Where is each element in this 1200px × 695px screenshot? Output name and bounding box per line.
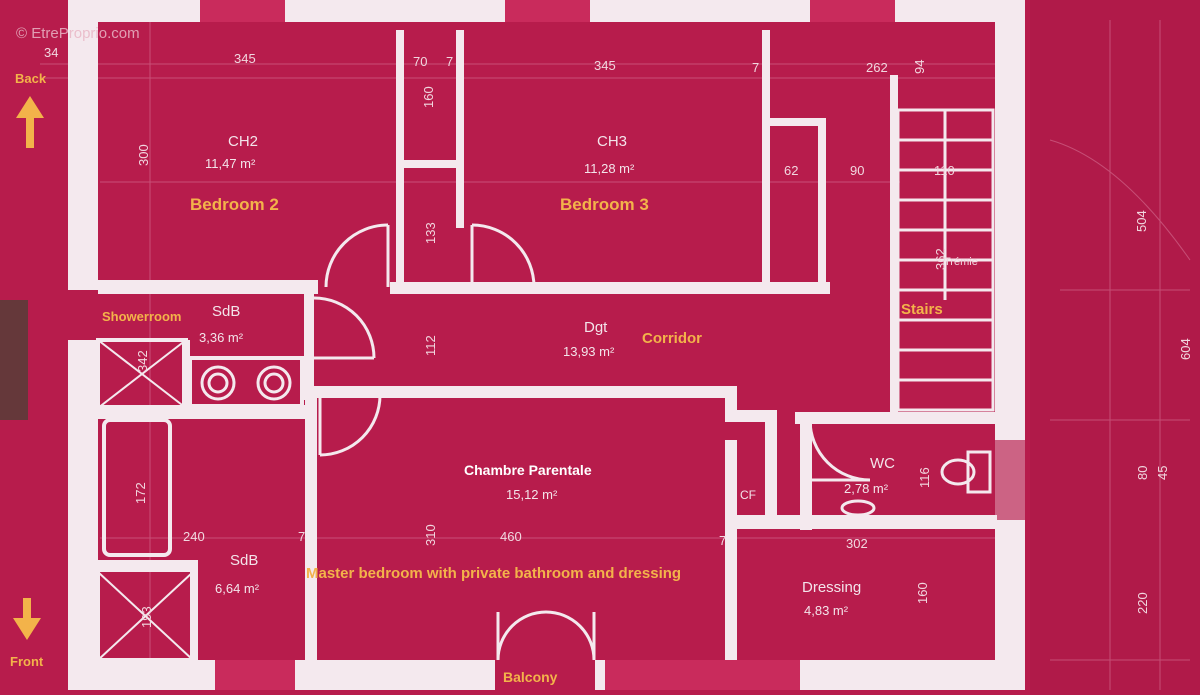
dressing-name: Dressing: [802, 579, 862, 596]
dim-34: 34: [44, 45, 59, 60]
ch3-area: 11,28 m²: [584, 161, 635, 176]
dim-362: 362: [933, 248, 948, 270]
dim-80: 80: [1135, 465, 1150, 480]
dgt-name: Dgt: [584, 319, 608, 336]
chambre-parentale-label: Chambre Parentale: [464, 462, 592, 478]
dim-342: 342: [135, 350, 150, 372]
dim-240: 240: [183, 529, 205, 544]
dim-133: 133: [423, 222, 438, 244]
dim-110: 110: [934, 163, 955, 178]
dim-160-b: 160: [915, 582, 930, 604]
sdb1-area: 3,36 m²: [199, 330, 244, 345]
corridor-label: Corridor: [642, 330, 702, 347]
dim-94: 94: [912, 59, 927, 74]
ch3-name: CH3: [597, 133, 628, 150]
dim-7-d: 7: [719, 533, 727, 548]
dim-160: 160: [421, 86, 436, 108]
wc-name: WC: [870, 455, 895, 472]
sdb2-area: 6,64 m²: [215, 581, 260, 596]
stairs-label: Stairs: [901, 301, 943, 318]
dgt-area: 13,93 m²: [563, 344, 615, 359]
dim-45: 45: [1155, 465, 1170, 480]
guide-lines: [40, 20, 1191, 690]
dim-112: 112: [423, 335, 438, 356]
showerroom-label: Showerroom: [102, 309, 182, 324]
master-bedroom-annotation: Master bedroom with private bathroom and…: [306, 565, 682, 582]
dim-460: 460: [500, 529, 522, 544]
wc-area: 2,78 m²: [844, 481, 889, 496]
dim-7-b: 7: [752, 60, 760, 75]
dim-70: 70: [413, 54, 428, 69]
cf-name: CF: [740, 488, 756, 502]
parent-area: 15,12 m²: [506, 487, 558, 502]
sinks: [200, 365, 292, 401]
toilet: [840, 450, 992, 517]
tremie-label: Trémie: [944, 256, 978, 268]
dim-7-a: 7: [446, 54, 454, 69]
dim-302: 302: [846, 536, 868, 551]
dim-310: 310: [423, 524, 438, 546]
door-swings: [313, 223, 871, 661]
dim-193: 193: [139, 606, 154, 628]
walls: [68, 0, 1025, 690]
sdb1-name: SdB: [212, 303, 241, 320]
watermark-text: © EtreProprio.com: [16, 25, 140, 42]
dim-220: 220: [1135, 592, 1150, 614]
dim-604: 604: [1178, 338, 1193, 360]
dim-345-a: 345: [234, 51, 256, 66]
bedroom3-label: Bedroom 3: [560, 195, 649, 214]
dim-7-c: 7: [298, 529, 306, 544]
dim-116: 116: [917, 467, 932, 488]
back-label: Back: [15, 71, 47, 86]
ch2-name: CH2: [228, 133, 259, 150]
stairs: [896, 108, 995, 412]
orientation-arrows: [13, 96, 44, 640]
dim-504: 504: [1134, 210, 1149, 232]
dim-62: 62: [784, 163, 799, 178]
dressing-area: 4,83 m²: [804, 603, 849, 618]
ch2-area: 11,47 m²: [205, 156, 256, 171]
front-label: Front: [10, 654, 44, 669]
dim-90: 90: [850, 163, 865, 178]
balcony-label: Balcony: [503, 669, 558, 685]
bedroom2-label: Bedroom 2: [190, 195, 279, 214]
dim-345-b: 345: [594, 58, 616, 73]
dim-172: 172: [133, 482, 148, 504]
sdb2-name: SdB: [230, 552, 259, 569]
dim-300: 300: [136, 144, 151, 166]
shower-cross: [97, 339, 194, 661]
dim-262: 262: [866, 60, 888, 75]
